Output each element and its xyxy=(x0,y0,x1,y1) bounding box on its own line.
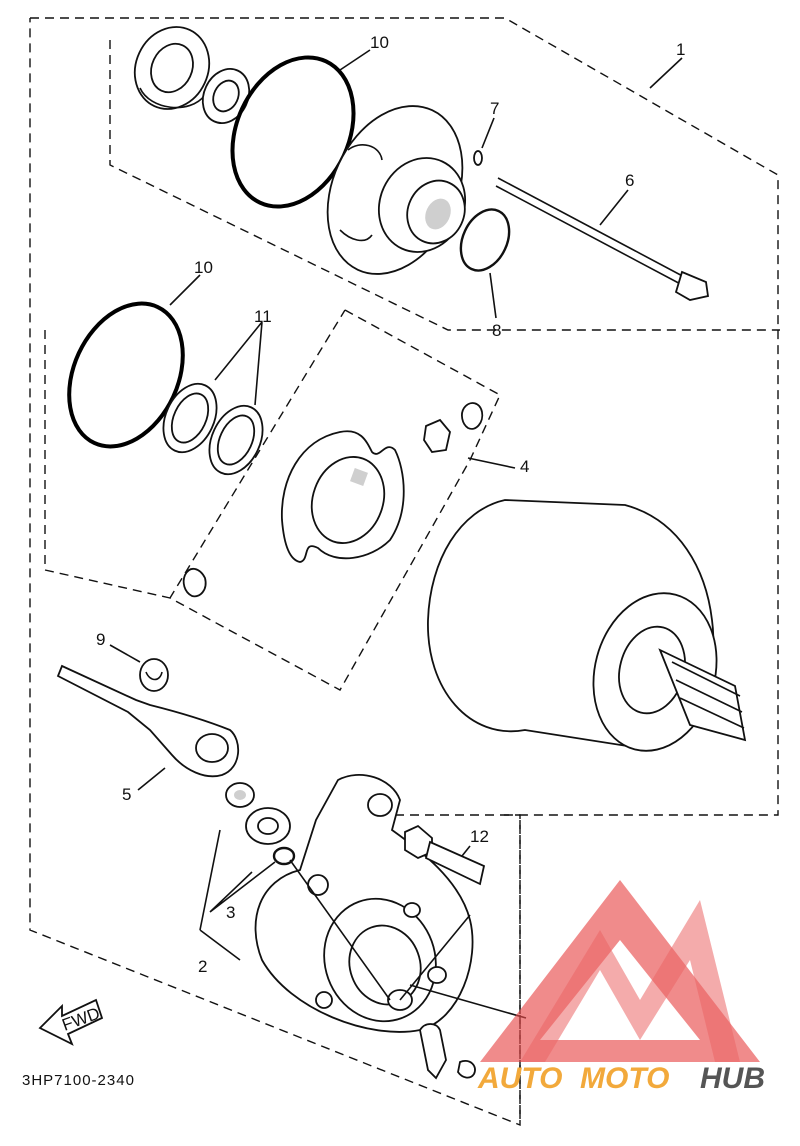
callout-5: 5 xyxy=(122,785,131,804)
leader-10-lower xyxy=(169,274,201,306)
washer-3a xyxy=(225,782,255,808)
o-ring-lower xyxy=(67,301,185,449)
watermark-part3: HUB xyxy=(700,1062,765,1095)
leader-12 xyxy=(461,845,471,857)
assembly-boundary-left-group xyxy=(44,330,171,599)
brush-spring-part xyxy=(461,402,484,430)
leader-1 xyxy=(649,57,683,89)
callout-8: 8 xyxy=(492,321,501,340)
callout-6: 6 xyxy=(625,171,634,190)
bolt-12 xyxy=(404,824,486,886)
callout-4: 4 xyxy=(520,457,529,476)
oil-seal-part xyxy=(201,68,251,124)
leader-3 xyxy=(209,861,276,913)
watermark-logo xyxy=(480,880,760,1062)
drawing-code: 3HP7100-2340 xyxy=(22,1072,135,1089)
grommet-9 xyxy=(139,658,169,692)
callout-7: 7 xyxy=(490,99,499,118)
assembly-boundary-outer xyxy=(29,17,779,1127)
o-ring-8 xyxy=(459,208,511,272)
callout-3: 3 xyxy=(226,903,235,922)
lead-wire-5 xyxy=(56,664,240,778)
brush-holder-part xyxy=(281,430,405,563)
brush-part xyxy=(423,418,451,453)
leader-7 xyxy=(481,117,495,149)
rear-cover-part xyxy=(254,773,474,1033)
leader-4 xyxy=(467,457,516,469)
o-ring-3c xyxy=(272,846,296,866)
assembly-boundary-brush-holder xyxy=(169,309,501,691)
rear-cover-leaders xyxy=(289,859,527,1019)
watermark-part1: AUTO xyxy=(477,1062,562,1095)
leader-5 xyxy=(137,767,166,791)
o-ring-small-7 xyxy=(473,150,483,166)
watermark-triangle-icon xyxy=(480,880,760,1062)
brush-clip-part xyxy=(182,568,207,598)
watermark-m-mark-icon xyxy=(520,900,740,1062)
callout-12: 12 xyxy=(470,827,489,846)
through-bolt-6 xyxy=(495,177,710,301)
yoke-armature-part xyxy=(427,499,747,752)
callout-11: 11 xyxy=(254,307,272,326)
watermark-part2: MOTO xyxy=(580,1062,669,1095)
assembly-boundary-front-cover xyxy=(109,40,780,331)
leader-9 xyxy=(109,644,141,663)
washer-11b xyxy=(208,404,264,476)
fwd-label: FWD xyxy=(60,1004,103,1035)
leader-8 xyxy=(489,272,497,319)
callout-1: 1 xyxy=(676,40,685,59)
leader-2 xyxy=(199,829,241,961)
washer-3b xyxy=(245,807,291,845)
leader-10-upper xyxy=(339,49,371,71)
leader-11 xyxy=(214,321,263,406)
fwd-arrow-icon xyxy=(38,998,104,1046)
callout-2: 2 xyxy=(198,957,207,976)
callout-9: 9 xyxy=(96,630,105,649)
terminal-bolt-part xyxy=(419,1023,476,1080)
bearing-part xyxy=(133,26,211,110)
callout-10-lower: 10 xyxy=(194,258,213,277)
washer-11a xyxy=(162,382,218,454)
front-cover-part xyxy=(326,105,467,275)
callout-10-upper: 10 xyxy=(370,33,389,52)
leader-6 xyxy=(599,189,629,226)
